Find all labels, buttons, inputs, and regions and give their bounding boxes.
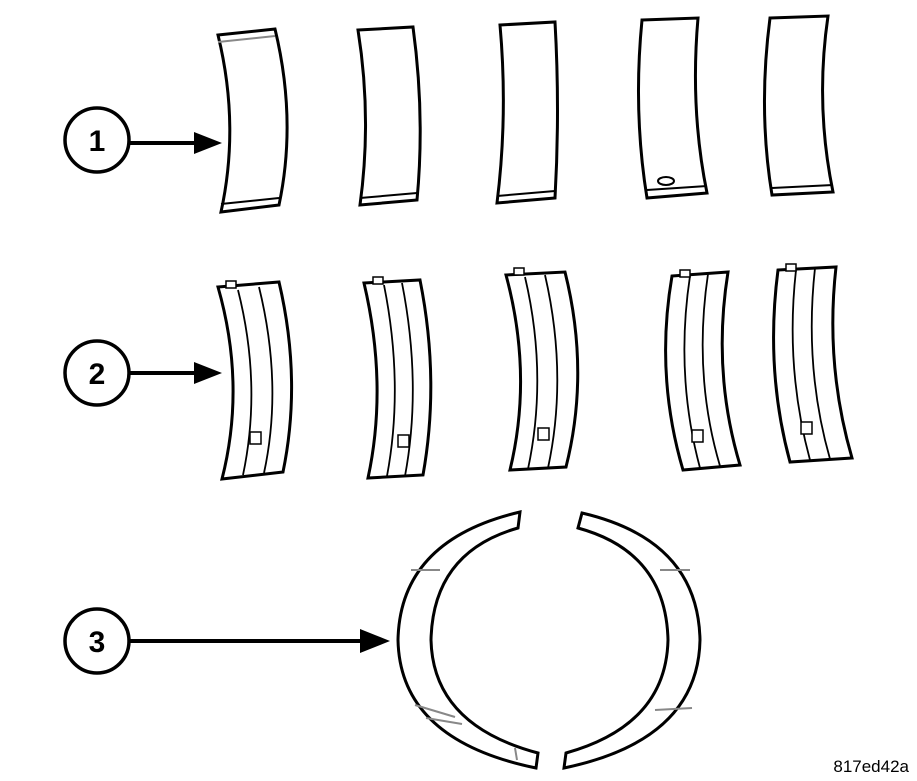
callout-3-arrow-head [360,629,390,653]
lower-bearing-shell-row [216,263,854,481]
thrust-washer-left [396,510,540,770]
thrust-washer-pair [396,510,702,770]
callout-3-label: 3 [89,626,106,659]
upper-bearing-shell-row [216,14,835,214]
callout-1-arrow-head [194,132,222,154]
callout-2-label: 2 [89,358,106,391]
upper-bearing-shell-5 [762,14,835,197]
lower-bearing-shell-5 [772,263,854,464]
upper-bearing-shell-1 [216,27,289,214]
thrust-washer-right [562,511,702,770]
lower-bearing-shell-1 [216,280,294,481]
upper-bearing-shell-4 [637,16,709,200]
callout-1-circle [63,106,131,174]
callout-2: 2 [63,339,222,407]
oil-hole [657,176,675,186]
callout-1-label: 1 [89,125,106,158]
figure-id: 817ed42a [833,757,909,776]
upper-bearing-shell-2 [356,25,422,207]
callout-3: 3 [63,607,390,675]
lower-bearing-shell-4 [664,269,742,472]
callout-2-arrow-head [194,362,222,384]
callout-1: 1 [63,106,222,174]
lower-bearing-shell-3 [504,267,580,472]
upper-bearing-shell-3 [495,20,559,205]
lower-bearing-shell-2 [362,276,433,480]
